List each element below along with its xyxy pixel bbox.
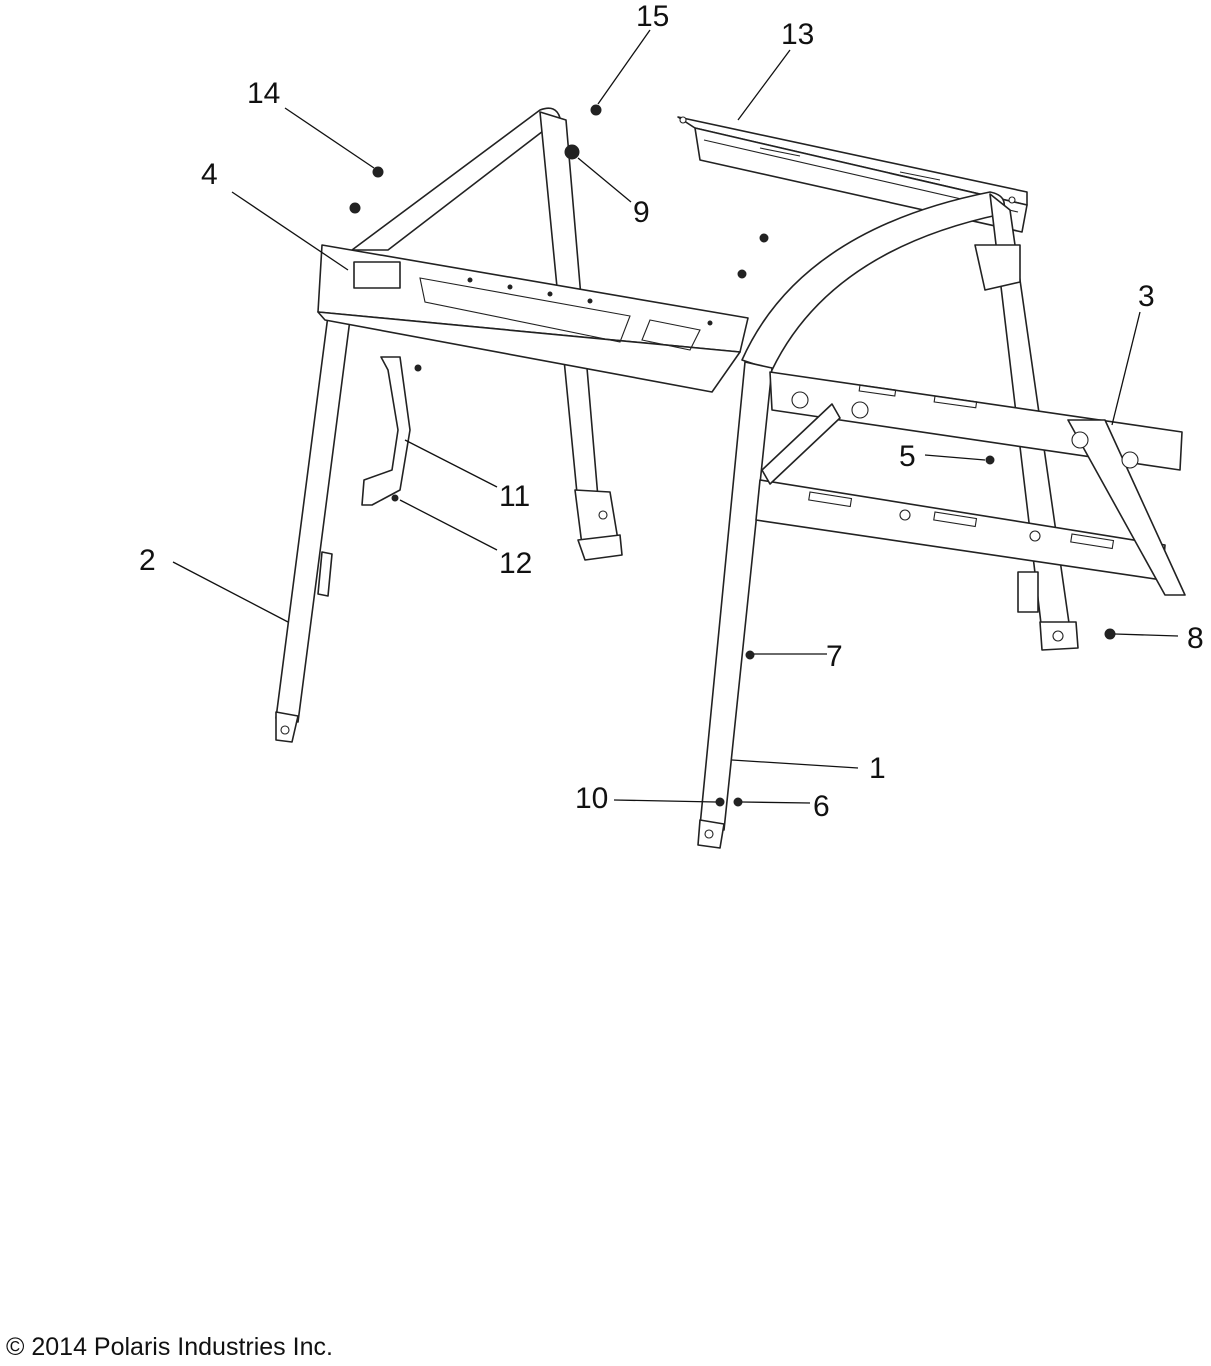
part-4-front-header (317, 244, 749, 393)
callout-3: 3 (1138, 280, 1155, 313)
callout-11: 11 (499, 480, 530, 513)
nut-a (759, 233, 769, 243)
callout-13: 13 (781, 18, 814, 51)
fastener-9 (564, 144, 580, 160)
callout-5: 5 (899, 440, 916, 473)
bolt-14 (372, 166, 384, 178)
callout-2: 2 (139, 544, 156, 577)
callout-15: 15 (636, 0, 669, 33)
copyright-notice: © 2014 Polaris Industries Inc. (6, 1333, 333, 1361)
part-2-front-left-pillar (275, 299, 353, 743)
callout-labels: 1 2 3 4 5 6 7 8 9 10 11 12 13 14 15 (139, 0, 1204, 823)
hardware (349, 104, 1116, 807)
bolt-5 (985, 455, 995, 465)
screw-12 (391, 494, 399, 502)
bolt-8 (1104, 628, 1116, 640)
callout-7: 7 (826, 640, 843, 673)
bolt-15 (590, 104, 602, 116)
callout-12: 12 (499, 547, 532, 580)
callout-9: 9 (633, 196, 650, 229)
callout-14: 14 (247, 77, 280, 110)
nut-14 (349, 202, 361, 214)
callout-8: 8 (1187, 622, 1204, 655)
part-11-grab-handle (361, 356, 411, 506)
washer-7 (745, 650, 755, 660)
nut-b (737, 269, 747, 279)
part-3-rear-lower-frame (755, 371, 1186, 596)
callout-1: 1 (869, 752, 886, 785)
callout-10: 10 (575, 782, 608, 815)
callout-4: 4 (201, 158, 218, 191)
nut-10 (715, 797, 725, 807)
callout-6: 6 (813, 790, 830, 823)
bolt-6 (733, 797, 743, 807)
screw-a (414, 364, 422, 372)
leader-lines (172, 29, 1179, 804)
